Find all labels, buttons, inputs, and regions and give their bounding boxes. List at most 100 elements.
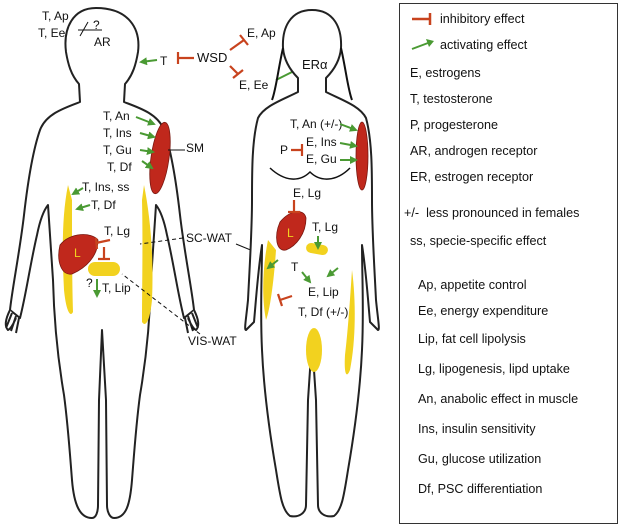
male-vis-wat <box>88 262 120 276</box>
center-e-ee-label: E, Ee <box>239 78 269 92</box>
male-t-ee-label: T, Ee <box>38 26 66 40</box>
legend-appetite: Ap, appetite control <box>418 278 527 292</box>
female-t-an-label: T, An (+/-) <box>290 117 342 131</box>
male-t-df-label: T, Df <box>107 160 132 174</box>
legend-testosterone: T, testosterone <box>410 92 493 106</box>
female-liver-label: L <box>287 226 294 240</box>
legend-abbr: Gu, <box>418 452 439 466</box>
legend-abbr: An, <box>418 392 437 406</box>
female-t-label: T <box>291 260 299 274</box>
wsd-e-ap-inhibit <box>229 34 249 51</box>
legend-abbr: T, <box>410 92 420 106</box>
center-t-label: T <box>160 54 168 68</box>
legend-text: glucose utilization <box>441 452 542 466</box>
legend-progesterone: P, progesterone <box>410 118 498 132</box>
male-left-hand <box>4 309 20 334</box>
legend-glucose-utilization: Gu, glucose utilization <box>418 452 541 466</box>
male-t-ins-ss-label: T, Ins, ss <box>82 180 129 194</box>
female-gluteal-fat <box>306 328 322 372</box>
legend-abbr: AR, <box>410 144 431 158</box>
male-t-lip-label: T, Lip <box>102 281 131 295</box>
male-ar-label: AR <box>94 35 111 49</box>
center-wsd-label: WSD <box>197 50 227 65</box>
female-p-label: P <box>280 143 288 157</box>
legend-text: androgen receptor <box>434 144 538 158</box>
female-e-lg-to-fat <box>266 259 279 270</box>
female-p-inhibit <box>291 144 304 156</box>
legend-abbr: ss, <box>410 234 427 248</box>
male-question-label: ? <box>93 18 100 32</box>
male-liver-label: L <box>74 246 81 260</box>
legend-text: progesterone <box>423 118 498 132</box>
female-sc-wat-left <box>263 240 276 320</box>
male-t-ins-label: T, Ins <box>103 126 132 140</box>
male-t-gu-label: T, Gu <box>103 143 132 157</box>
legend-activating-text: activating effect <box>440 38 528 52</box>
legend-text: estrogens <box>425 66 481 80</box>
legend-abbr: P, <box>410 118 421 132</box>
male-t-df2-label: T, Df <box>91 198 116 212</box>
male-muscle-activating-arrows <box>135 116 156 170</box>
male-sc-wat-right <box>142 185 153 324</box>
legend-abbr: Lg, <box>418 362 436 376</box>
legend-abbr: Lip, <box>418 332 439 346</box>
legend: inhibitory effect activating effect E, e… <box>399 3 618 524</box>
legend-text: fat cell lipolysis <box>441 332 526 346</box>
male-liver-inhibitory <box>94 237 111 250</box>
legend-inhibitory: inhibitory effect <box>410 12 524 26</box>
legend-text: lipogenesis, lipd uptake <box>439 362 570 376</box>
female-t-df-label: T, Df (+/-) <box>298 305 348 319</box>
male-t-an-label: T, An <box>103 109 130 123</box>
legend-text: PSC differentiation <box>437 482 543 496</box>
female-figure: L ERα T, An (+/-) P E, Ins E, Gu E, Lg T… <box>244 9 380 518</box>
female-e-lg-label: E, Lg <box>293 186 321 200</box>
legend-text: anabolic effect in muscle <box>440 392 579 406</box>
female-sc-wat-right <box>344 270 355 375</box>
legend-energy-expenditure: Ee, energy expenditure <box>418 304 548 318</box>
vis-wat-dash <box>121 273 201 335</box>
wsd-inhibits-t <box>176 52 194 64</box>
legend-abbr: Df, <box>418 482 435 496</box>
female-skeletal-muscle <box>355 121 369 191</box>
male-t-lg-label: T, Lg <box>104 224 130 238</box>
female-er-alpha-label: ERα <box>302 57 328 72</box>
inhibitory-arrow-icon <box>410 12 436 26</box>
legend-activating: activating effect <box>410 38 527 52</box>
legend-text: appetite control <box>440 278 527 292</box>
male-ar-leader <box>78 21 102 37</box>
center-sc-wat-label: SC-WAT <box>186 231 233 245</box>
female-e-lg-inhibit <box>288 200 300 214</box>
male-fat-activating-arrow <box>71 187 84 196</box>
legend-androgen-receptor: AR, androgen receptor <box>410 144 537 158</box>
legend-abbr: +/- <box>404 206 420 220</box>
female-t-lg-label: T, Lg <box>312 220 338 234</box>
center-e-ap-label: E, Ap <box>247 26 276 40</box>
female-e-gu-label: E, Gu <box>306 152 337 166</box>
female-hair <box>271 47 353 101</box>
activating-arrow-icon <box>410 38 436 52</box>
legend-psc-differentiation: Df, PSC differentiation <box>418 482 542 496</box>
legend-estrogen-receptor: ER, estrogen receptor <box>410 170 533 184</box>
legend-abbr: ER, <box>410 170 431 184</box>
wsd-e-ee-inhibit <box>229 65 244 79</box>
male-skeletal-muscle <box>149 121 171 195</box>
legend-abbr: E, <box>410 66 422 80</box>
male-question2-label: ? <box>86 276 93 290</box>
legend-abbr: Ee, <box>418 304 437 318</box>
legend-less-pronounced: +/- less pronounced in females <box>404 206 579 220</box>
t-activating-arrow <box>139 57 158 66</box>
legend-text: specie-specific effect <box>429 234 547 248</box>
legend-text: energy expenditure <box>440 304 549 318</box>
male-fat-df-arrow <box>75 203 91 212</box>
male-liver <box>58 234 99 275</box>
legend-lipolysis: Lip, fat cell lipolysis <box>418 332 526 346</box>
legend-text: testosterone <box>423 92 493 106</box>
female-lip-arrow <box>326 267 339 278</box>
legend-estrogens: E, estrogens <box>410 66 481 80</box>
legend-inhibitory-text: inhibitory effect <box>440 12 525 26</box>
male-sm-label: SM <box>186 141 204 155</box>
legend-abbr: Ap, <box>418 278 437 292</box>
male-t-ap-label: T, Ap <box>42 9 69 23</box>
male-right-hand <box>184 309 200 334</box>
